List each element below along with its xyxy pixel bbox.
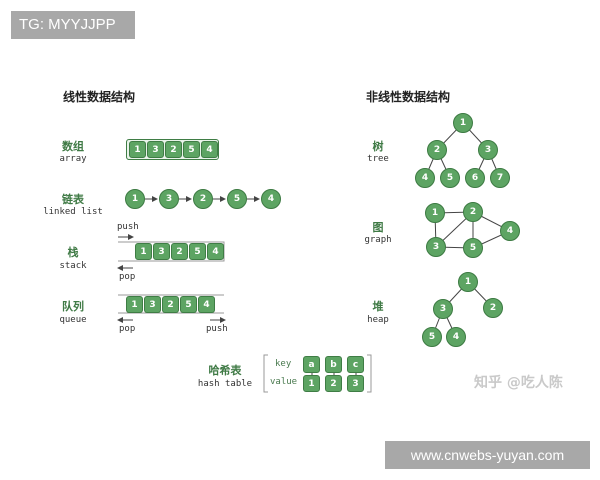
stack-cell: 3 (153, 243, 170, 260)
tree-node: 2 (427, 140, 447, 160)
hash-value-cell: 2 (325, 375, 342, 392)
bottom-url-tag: www.cnwebs-yuyan.com (385, 441, 590, 469)
linked-list-label-en: linked list (43, 207, 103, 217)
list-node: 3 (159, 189, 179, 209)
graph-node: 2 (463, 202, 483, 222)
array-cell: 4 (201, 141, 218, 158)
hash-value-cell: 1 (303, 375, 320, 392)
heap-node: 3 (433, 299, 453, 319)
array-cell: 2 (165, 141, 182, 158)
list-node: 4 (261, 189, 281, 209)
tree-node: 4 (415, 168, 435, 188)
array-label-en: array (59, 154, 87, 164)
stack-cell: 4 (207, 243, 224, 260)
list-node: 1 (125, 189, 145, 209)
array-cell: 5 (183, 141, 200, 158)
graph-node: 4 (500, 221, 520, 241)
heap-label: 堆 (372, 300, 384, 313)
push-label: push (117, 222, 139, 232)
pop-label: pop (119, 272, 136, 282)
linked-list-label: 链表 (62, 193, 84, 206)
hash-key-label: key (275, 359, 292, 369)
linear-title: 线性数据结构 (63, 90, 136, 104)
array-label: 数组 (62, 140, 84, 153)
tree-node: 3 (478, 140, 498, 160)
stack-label: 栈 (67, 246, 79, 259)
queue-label-en: queue (59, 315, 87, 325)
hash-key-cell: b (325, 356, 342, 373)
hash-key-cell: c (347, 356, 364, 373)
tree-node: 6 (465, 168, 485, 188)
stack-cell: 1 (135, 243, 152, 260)
queue-cell: 2 (162, 296, 179, 313)
queue-label: 队列 (62, 300, 84, 313)
hash-value-label: value (270, 377, 298, 387)
array-cell: 3 (147, 141, 164, 158)
queue-cell: 5 (180, 296, 197, 313)
queue-cell: 4 (198, 296, 215, 313)
graph-node: 5 (463, 238, 483, 258)
list-node: 2 (193, 189, 213, 209)
tree-label: 树 (372, 140, 384, 153)
stack-label-en: stack (59, 261, 87, 271)
hash-key-cell: a (303, 356, 320, 373)
queue-cell: 1 (126, 296, 143, 313)
hash-value-cell: 3 (347, 375, 364, 392)
nonlinear-title: 非线性数据结构 (366, 90, 451, 104)
heap-node: 2 (483, 298, 503, 318)
graph-label-en: graph (364, 235, 392, 245)
tree-label-en: tree (367, 154, 389, 164)
tree-node: 1 (453, 113, 473, 133)
graph-node: 1 (425, 203, 445, 223)
array-cell: 1 (129, 141, 146, 158)
zhihu-watermark: 知乎 @吃人陈 (474, 375, 563, 391)
tree-node: 5 (440, 168, 460, 188)
top-watermark-tag: TG: MYYJJPP (11, 11, 135, 39)
stack-cell: 5 (189, 243, 206, 260)
hash-table-label-en: hash table (197, 379, 253, 389)
heap-node: 4 (446, 327, 466, 347)
hash-table-label: 哈希表 (208, 364, 242, 377)
heap-label-en: heap (367, 315, 389, 325)
queue-cell: 3 (144, 296, 161, 313)
heap-node: 1 (458, 272, 478, 292)
queue-push-label: push (206, 324, 228, 334)
stack-cell: 2 (171, 243, 188, 260)
heap-node: 5 (422, 327, 442, 347)
graph-label: 图 (372, 221, 384, 234)
list-node: 5 (227, 189, 247, 209)
graph-node: 3 (426, 237, 446, 257)
queue-pop-label: pop (119, 324, 136, 334)
tree-node: 7 (490, 168, 510, 188)
